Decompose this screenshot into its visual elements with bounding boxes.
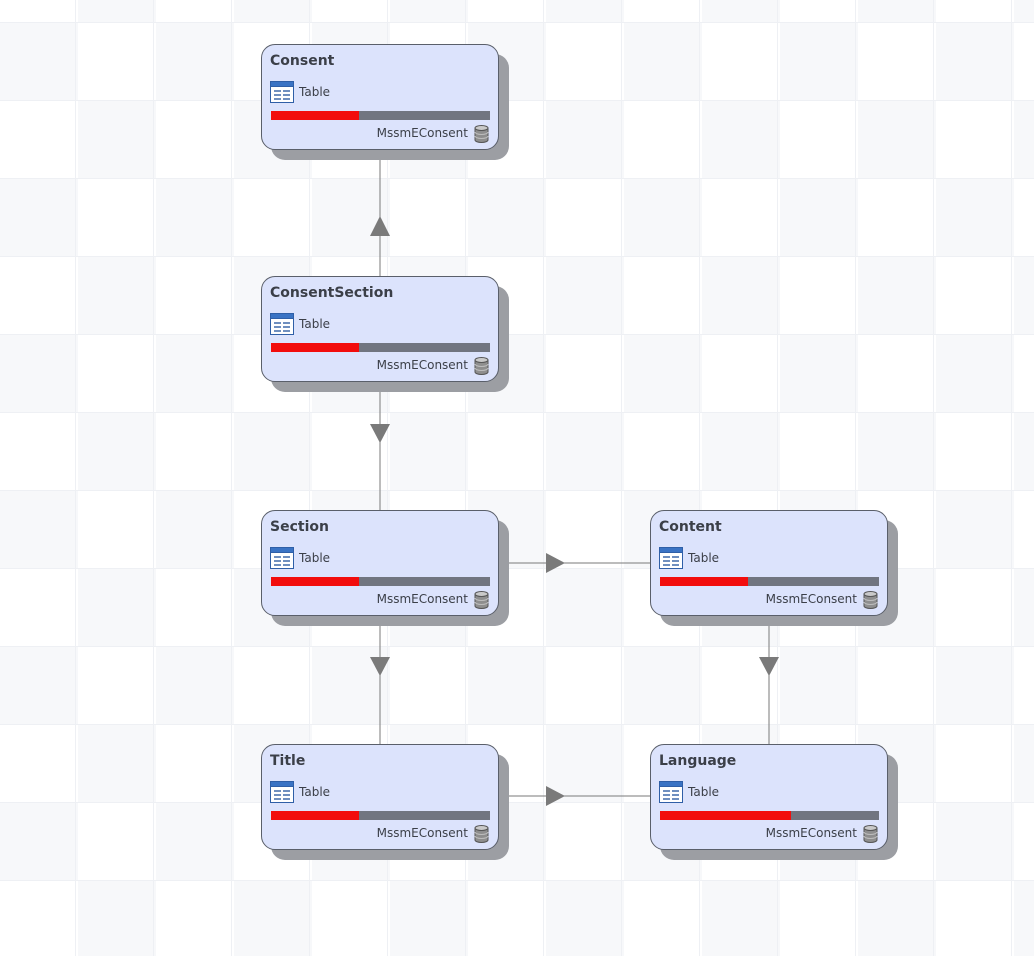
node-type-label: Table xyxy=(299,785,331,799)
progress-fill xyxy=(271,577,359,586)
node-source-label: MssmEConsent xyxy=(376,126,468,140)
table-icon xyxy=(270,81,294,103)
database-icon xyxy=(863,591,878,609)
edge-content-language[interactable] xyxy=(759,616,779,744)
node-title: Title xyxy=(270,753,306,769)
arrow-down-icon xyxy=(759,657,779,676)
node-type-label: Table xyxy=(688,551,720,565)
progress-bar xyxy=(271,343,490,352)
node-type-label: Table xyxy=(299,551,331,565)
node-source-label: MssmEConsent xyxy=(376,826,468,840)
node-type-label: Table xyxy=(299,85,331,99)
node-consentsection[interactable]: ConsentSection Table MssmEConsent xyxy=(261,276,499,382)
progress-bar xyxy=(660,577,879,586)
database-icon xyxy=(474,357,489,375)
node-source-label: MssmEConsent xyxy=(765,826,857,840)
table-icon xyxy=(270,781,294,803)
edge-section-content[interactable] xyxy=(498,553,650,573)
progress-bar xyxy=(271,577,490,586)
arrow-right-icon xyxy=(546,786,565,806)
node-title[interactable]: Title Table MssmEConsent xyxy=(261,744,499,850)
node-title: Section xyxy=(270,519,329,535)
table-icon xyxy=(659,547,683,569)
table-icon xyxy=(270,547,294,569)
node-type-label: Table xyxy=(299,317,331,331)
arrow-up-icon xyxy=(370,216,390,236)
node-type-label: Table xyxy=(688,785,720,799)
database-icon xyxy=(474,125,489,143)
node-title: Language xyxy=(659,753,737,769)
edge-title-language[interactable] xyxy=(498,786,650,806)
node-language[interactable]: Language Table MssmEConsent xyxy=(650,744,888,850)
edge-section-title[interactable] xyxy=(370,616,390,744)
node-content[interactable]: Content Table MssmEConsent xyxy=(650,510,888,616)
database-icon xyxy=(474,591,489,609)
database-icon xyxy=(863,825,878,843)
node-title: ConsentSection xyxy=(270,285,394,301)
progress-bar xyxy=(660,811,879,820)
node-source-label: MssmEConsent xyxy=(376,592,468,606)
edge-consentsection-section[interactable] xyxy=(370,382,390,510)
edge-consentsection-consent[interactable] xyxy=(370,150,390,276)
node-title: Content xyxy=(659,519,722,535)
progress-fill xyxy=(660,577,748,586)
progress-fill xyxy=(660,811,792,820)
arrow-right-icon xyxy=(546,553,565,573)
arrow-down-icon xyxy=(370,424,390,443)
node-title: Consent xyxy=(270,53,335,69)
progress-fill xyxy=(271,343,359,352)
node-consent[interactable]: Consent Table MssmEConsent xyxy=(261,44,499,150)
progress-fill xyxy=(271,811,359,820)
progress-bar xyxy=(271,111,490,120)
progress-fill xyxy=(271,111,359,120)
node-source-label: MssmEConsent xyxy=(765,592,857,606)
arrow-down-icon xyxy=(370,657,390,676)
table-icon xyxy=(659,781,683,803)
node-source-label: MssmEConsent xyxy=(376,358,468,372)
database-icon xyxy=(474,825,489,843)
node-section[interactable]: Section Table MssmEConsent xyxy=(261,510,499,616)
progress-bar xyxy=(271,811,490,820)
table-icon xyxy=(270,313,294,335)
